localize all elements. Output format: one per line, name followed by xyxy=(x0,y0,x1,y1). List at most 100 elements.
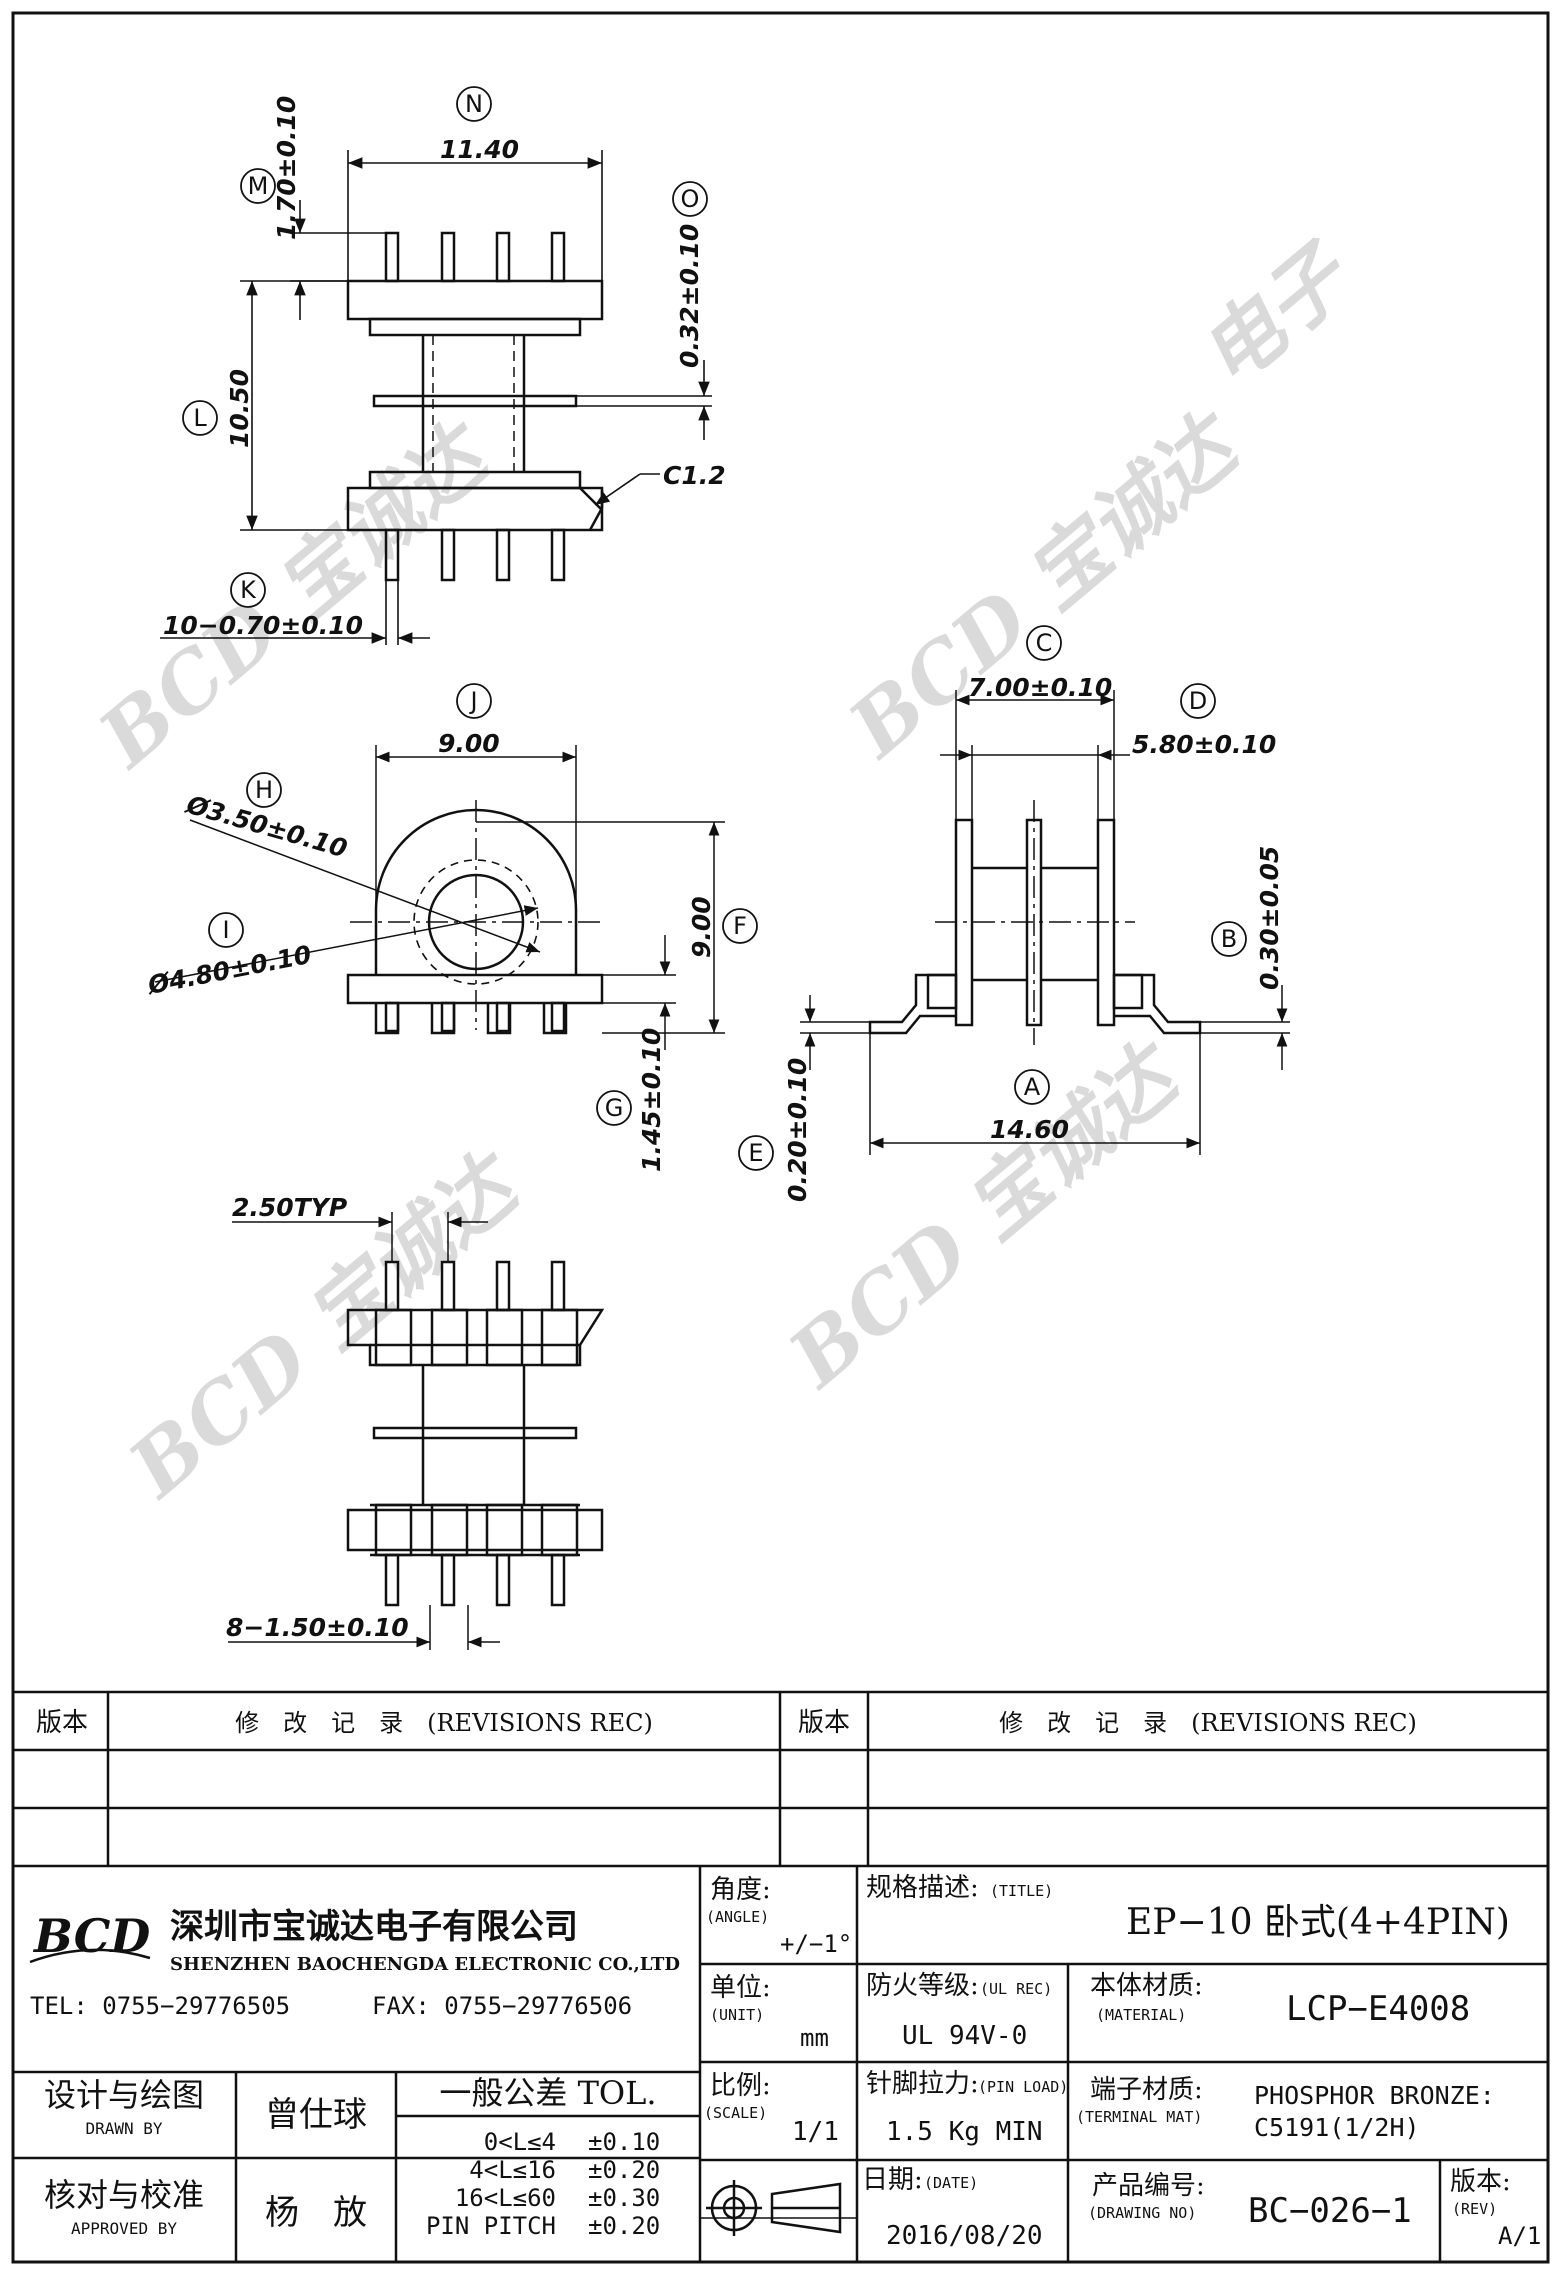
scale-value: 1/1 xyxy=(792,2117,839,2147)
dim-f: 9.00 xyxy=(687,896,716,958)
svg-text:电子: 电子 xyxy=(1182,225,1370,404)
rev-rec-label-2: 修 改 记 录 (REVISIONS REC) xyxy=(999,1709,1417,1737)
dim-pitch: 2.50TYP xyxy=(232,1193,347,1222)
dim-pin: 8−1.50±0.10 xyxy=(226,1613,409,1642)
tol-table: 0<L≤4 ±0.10 4<L≤16 ±0.20 16<L≤60 ±0.30 P… xyxy=(426,2128,660,2240)
rev-label: 版本: xyxy=(1450,2167,1511,2197)
dim-l: 10.50 xyxy=(225,369,254,448)
pin xyxy=(495,528,511,582)
title-block xyxy=(13,1866,1548,2262)
sheet-border xyxy=(11,11,1550,2264)
bubble-i: I xyxy=(222,916,229,944)
dimension-bubbles xyxy=(182,86,1247,1171)
bubble-n: N xyxy=(465,90,483,118)
bore-outer xyxy=(413,859,539,985)
bubble-l: L xyxy=(193,404,207,432)
rev-en: (REV) xyxy=(1452,2200,1497,2218)
unit-en: (UNIT) xyxy=(710,2006,764,2024)
dim-j: 9.00 xyxy=(438,729,500,758)
terminal-value-1: PHOSPHOR BRONZE: xyxy=(1254,2081,1495,2110)
drawn-value: 曾仕球 xyxy=(265,2095,367,2135)
bubble-d: D xyxy=(1189,687,1207,715)
angle-value: +/−1° xyxy=(780,1930,852,1958)
bubble-m: M xyxy=(248,172,269,200)
angle-en: (ANGLE) xyxy=(706,1908,769,1926)
projection-symbol-icon xyxy=(706,2180,842,2236)
date-value: 2016/08/20 xyxy=(886,2221,1043,2251)
svg-text:±0.20: ±0.20 xyxy=(588,2212,660,2240)
bubble-a: A xyxy=(1024,1073,1041,1101)
scale-label: 比例: xyxy=(710,2071,771,2101)
title-label: 规格描述: xyxy=(866,1873,979,1903)
company-name-en: SHENZHEN BAOCHENGDA ELECTRONIC CO.,LTD xyxy=(170,1954,680,1975)
svg-text:4<L≤16: 4<L≤16 xyxy=(469,2156,556,2184)
dim-d: 5.80±0.10 xyxy=(1132,730,1276,759)
pin xyxy=(384,231,400,283)
rev-ver-label-2: 版本 xyxy=(798,1708,850,1738)
rev-rec-label: 修 改 记 录 (REVISIONS REC) xyxy=(235,1709,653,1737)
dim-g: 1.45±0.10 xyxy=(637,1028,666,1172)
drawing-en: (DRAWING NO) xyxy=(1088,2204,1196,2222)
company-tel: TEL: 0755−29776505 xyxy=(30,1992,290,2020)
pin xyxy=(384,528,400,582)
pinload-value: 1.5 Kg MIN xyxy=(886,2117,1043,2147)
svg-text:PIN PITCH: PIN PITCH xyxy=(426,2212,556,2240)
bubble-o: O xyxy=(681,185,700,213)
svg-text:±0.20: ±0.20 xyxy=(588,2156,660,2184)
watermark: BCD 宝诚达 BCD 宝诚达 BCD 宝诚达 BCD 宝诚达 电子 xyxy=(80,225,1370,1516)
bubble-j: J xyxy=(468,687,477,715)
svg-text:±0.30: ±0.30 xyxy=(588,2184,660,2212)
material-label: 本体材质: xyxy=(1090,1971,1203,2001)
title-value: EP−10 卧式(4+4PIN) xyxy=(1126,1902,1510,1943)
dim-k: 10−0.70±0.10 xyxy=(163,611,363,640)
svg-text:BCD 宝诚达: BCD 宝诚达 xyxy=(110,1134,540,1516)
ul-label: 防火等级: xyxy=(866,1971,979,2001)
approved-value: 杨 放 xyxy=(265,2193,367,2233)
pin xyxy=(550,528,566,582)
ul-en: (UL REC) xyxy=(980,1980,1052,1998)
smd-view xyxy=(868,818,1202,1035)
drawing-value: BC−026−1 xyxy=(1248,2191,1412,2231)
side-view xyxy=(346,231,604,582)
revision-table xyxy=(13,1690,1548,1868)
top-flange xyxy=(346,279,604,321)
pinload-label: 针脚拉力: xyxy=(866,2069,979,2099)
drawing-label: 产品编号: xyxy=(1092,2171,1205,2201)
dim-chamfer: C1.2 xyxy=(663,461,726,490)
pin xyxy=(440,528,456,582)
pinload-en: (PIN LOAD) xyxy=(978,2078,1068,2096)
pin xyxy=(440,231,456,283)
date-en: (DATE) xyxy=(924,2174,978,2192)
svg-text:±0.10: ±0.10 xyxy=(588,2128,660,2156)
svg-text:16<L≤60: 16<L≤60 xyxy=(455,2184,556,2212)
pin xyxy=(495,231,511,283)
ul-value: UL 94V-0 xyxy=(902,2021,1027,2051)
bottom-view xyxy=(346,1260,605,1607)
rev-value: A/1 xyxy=(1498,2222,1541,2250)
angle-label: 角度: xyxy=(710,1875,771,1905)
unit-label: 单位: xyxy=(710,1973,771,2003)
date-label: 日期: xyxy=(862,2165,923,2195)
dim-i: Ø4.80±0.10 xyxy=(144,940,314,1000)
bubble-e: E xyxy=(748,1139,763,1167)
dim-m: 1.70±0.10 xyxy=(272,96,301,240)
approved-en: APPROVED BY xyxy=(71,2219,177,2238)
dim-n: 11.40 xyxy=(440,135,519,164)
dim-b: 0.30±0.05 xyxy=(1255,846,1284,990)
drawn-en: DRAWN BY xyxy=(85,2119,162,2138)
dim-e: 0.20±0.10 xyxy=(783,1058,812,1202)
material-value: LCP−E4008 xyxy=(1286,1989,1470,2029)
company-fax: FAX: 0755−29776506 xyxy=(372,1992,632,2020)
bubble-k: K xyxy=(240,576,257,604)
company-name-cn: 深圳市宝诚达电子有限公司 xyxy=(170,1907,578,1947)
tol-title: 一般公差 TOL. xyxy=(439,2074,656,2112)
rev-ver-label: 版本 xyxy=(36,1708,88,1738)
bubble-g: G xyxy=(605,1094,624,1122)
dim-o: 0.32±0.10 xyxy=(675,224,704,368)
material-en: (MATERIAL) xyxy=(1096,2006,1186,2024)
pin xyxy=(550,231,566,283)
terminal-label: 端子材质: xyxy=(1090,2075,1203,2105)
dim-a: 14.60 xyxy=(990,1115,1069,1144)
scale-en: (SCALE) xyxy=(704,2104,767,2122)
